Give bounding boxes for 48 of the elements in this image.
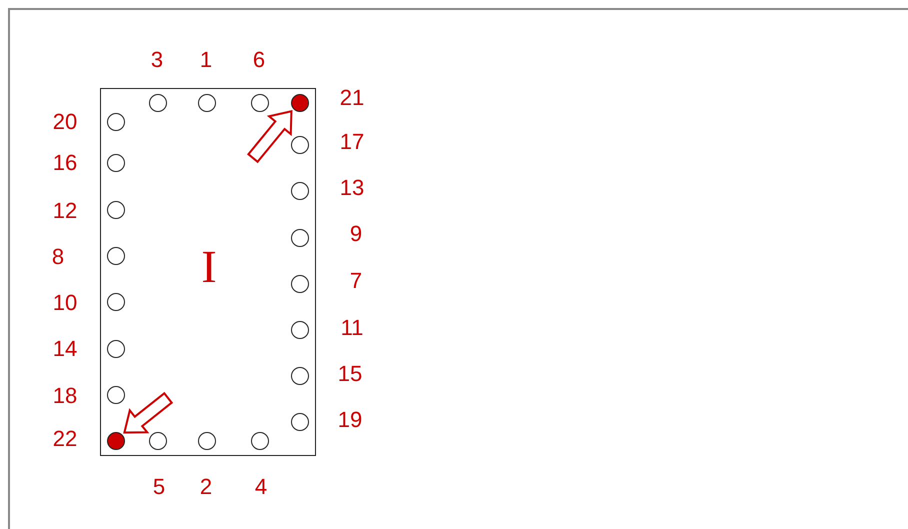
pin-hole xyxy=(149,432,167,450)
pin-hole xyxy=(251,432,269,450)
pin-number: 6 xyxy=(252,49,266,71)
pin-hole xyxy=(149,94,167,112)
pin-number: 20 xyxy=(52,111,78,133)
pin-number: 22 xyxy=(52,428,78,450)
pin-number: 10 xyxy=(52,292,78,314)
chip-outline xyxy=(100,88,316,456)
pin-number: 15 xyxy=(336,363,364,385)
pin-number: 12 xyxy=(52,200,78,222)
filled-pin-hole xyxy=(291,94,309,112)
pin-hole xyxy=(107,293,125,311)
pin-hole xyxy=(107,247,125,265)
pin-number: 16 xyxy=(52,152,78,174)
pin-number: 3 xyxy=(150,49,164,71)
pin-hole xyxy=(291,367,309,385)
pin-number: 18 xyxy=(52,385,78,407)
pin-number: 17 xyxy=(338,131,366,153)
pin-hole xyxy=(107,201,125,219)
pin-number: 13 xyxy=(338,177,366,199)
pin-number: 5 xyxy=(152,476,166,498)
pin-hole xyxy=(107,386,125,404)
pin-number: 14 xyxy=(52,338,78,360)
pin-number: 7 xyxy=(348,270,364,292)
pin-hole xyxy=(107,154,125,172)
pin-hole xyxy=(251,94,269,112)
pin-hole xyxy=(291,136,309,154)
pin-number: 19 xyxy=(336,409,364,431)
pin-number: 8 xyxy=(50,246,66,268)
pin-number: 11 xyxy=(340,317,364,339)
pin-hole xyxy=(107,113,125,131)
pin-hole xyxy=(291,229,309,247)
block-arrow xyxy=(247,110,292,164)
pin-hole xyxy=(107,340,125,358)
pin-number: 2 xyxy=(198,476,214,498)
pin-hole xyxy=(291,413,309,431)
pin-number: 21 xyxy=(338,87,366,109)
filled-pin-hole xyxy=(107,432,125,450)
pin-number: 4 xyxy=(254,476,268,498)
pin-number: 1 xyxy=(198,49,214,71)
pin-hole xyxy=(291,182,309,200)
chip-label: I xyxy=(200,244,218,290)
pin-number: 9 xyxy=(348,223,364,245)
pin-hole xyxy=(198,432,216,450)
block-arrow xyxy=(123,392,174,434)
pin-hole xyxy=(291,275,309,293)
pin-hole xyxy=(198,94,216,112)
pin-hole xyxy=(291,321,309,339)
